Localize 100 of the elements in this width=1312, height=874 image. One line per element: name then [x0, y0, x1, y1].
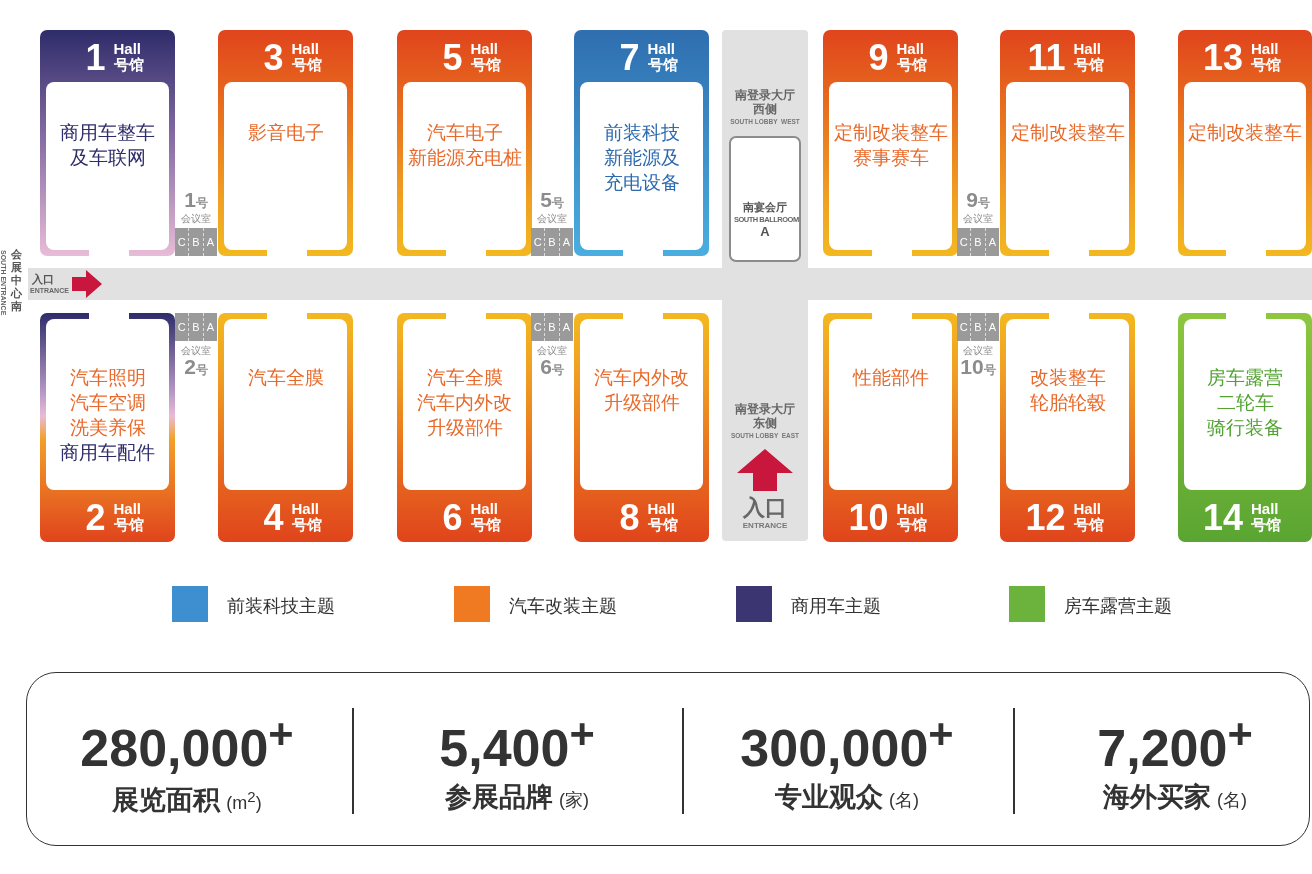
hall-label: Hall — [291, 41, 319, 57]
hall-label: Hall — [113, 501, 141, 517]
hall-theme-text: 汽车照明 — [68, 366, 147, 390]
exhibition-hall — [397, 30, 532, 256]
hall-number: 1 — [85, 40, 106, 76]
stat-value: 7,200$^{+}$ — [1096, 708, 1254, 779]
room-number-suffix: 号 — [551, 196, 564, 210]
hall-theme-text: 汽车电子 — [425, 121, 504, 145]
stat-unit: (m$^{2}$) — [226, 793, 262, 813]
room-section-letter: B — [970, 313, 985, 341]
hall-label: Hall — [1073, 41, 1101, 57]
meeting-room — [175, 190, 217, 256]
room-section-letter: C — [958, 235, 969, 250]
room-section-letter: B — [188, 313, 203, 341]
room-number-suffix: 号 — [977, 196, 990, 210]
room-section-letter: C — [958, 320, 969, 335]
room-section-letter: A — [202, 228, 217, 256]
meeting-room — [957, 190, 999, 256]
hall-label: Hall — [896, 41, 924, 57]
hall-label: 号馆 — [1073, 517, 1104, 533]
meeting-room — [531, 313, 573, 379]
hall-number: 11 — [1027, 40, 1066, 76]
room-number-suffix: 号 — [551, 363, 564, 377]
ballroom-name: 南宴会厅 — [742, 200, 788, 215]
room-number-suffix: 号 — [195, 363, 208, 377]
ballroom-letter: A — [759, 224, 771, 239]
room-number: 1 — [184, 188, 196, 211]
room-section-letter: B — [544, 228, 559, 256]
room-section-letter: C — [176, 235, 187, 250]
hall-label: Hall — [113, 41, 141, 57]
stat-value: 300,000$^{+}$ — [739, 708, 955, 779]
hall-label: Hall — [470, 41, 498, 57]
hall-label: 号馆 — [291, 57, 322, 73]
hall-label: Hall — [896, 501, 924, 517]
hall-theme-text: 性能部件 — [851, 366, 930, 390]
hall-theme-text: 改装整车 — [1028, 366, 1107, 390]
hall-label: 号馆 — [113, 517, 144, 533]
hall-theme-text: 汽车内外改升级部件 — [416, 391, 513, 440]
hall-theme-text: 影音电子 — [246, 121, 325, 145]
hall-label: 号馆 — [291, 517, 322, 533]
hall-number: 10 — [848, 500, 889, 536]
hall-label: 号馆 — [113, 57, 144, 73]
hall-theme-text: 汽车空调 — [68, 391, 147, 415]
exhibition-hall — [1000, 313, 1135, 542]
room-number: 10 — [960, 355, 984, 378]
legend-text: 房车露营主题 — [1064, 595, 1172, 618]
hall-number: 9 — [868, 40, 889, 76]
hall-label: 号馆 — [896, 517, 927, 533]
lobby-name: 南登录大厅西侧 — [734, 88, 796, 116]
entrance-label: 入口 — [32, 274, 54, 285]
hall-theme-text: 房车露营 — [1206, 366, 1284, 390]
hall-label: Hall — [470, 501, 498, 517]
hall-theme-text: 前装科技 — [602, 121, 681, 145]
hall-number: 8 — [619, 500, 640, 536]
room-number-suffix: 号 — [195, 196, 208, 210]
stat-unit: (家) — [559, 790, 589, 810]
exhibition-hall — [40, 30, 175, 256]
hall-label: 号馆 — [1251, 517, 1281, 533]
hall-label: Hall — [647, 41, 675, 57]
room-section-letter: B — [544, 313, 559, 341]
hall-number: 12 — [1025, 500, 1066, 536]
hall-theme-text: 汽车内外改升级部件 — [593, 366, 690, 415]
hall-theme-text: 骑行装备 — [1206, 416, 1284, 440]
hall-label: Hall — [1251, 41, 1279, 57]
exhibition-hall — [40, 313, 175, 542]
room-section-letter: C — [176, 320, 187, 335]
hall-label: 号馆 — [470, 517, 501, 533]
entrance-label: 会展中心南 — [11, 248, 23, 313]
hall-theme-text: 定制改装整车 — [1009, 121, 1126, 145]
exhibition-hall — [574, 30, 709, 256]
exhibition-hall — [823, 313, 958, 542]
hall-number: 2 — [85, 500, 106, 536]
exhibition-hall — [1178, 30, 1312, 256]
hall-number: 5 — [442, 40, 463, 76]
ballroom — [729, 136, 801, 262]
hall-label: 号馆 — [1073, 57, 1104, 73]
hall-number: 13 — [1202, 40, 1243, 76]
room-section-letter: C — [532, 320, 543, 335]
hall-number: 4 — [263, 500, 284, 536]
room-number: 6 — [540, 355, 552, 378]
hall-theme-text: 轮胎轮毂 — [1028, 391, 1107, 415]
hall-label: 号馆 — [896, 57, 927, 73]
hall-label: 号馆 — [647, 57, 678, 73]
hall-theme-text: 定制改装整车 — [832, 121, 949, 145]
stat-caption: 参展品牌 — [445, 782, 553, 812]
room-section-letter: B — [970, 228, 985, 256]
hall-label: 号馆 — [1251, 57, 1281, 73]
hall-theme-text: 新能源及充电设备 — [602, 146, 681, 195]
hall-theme-text: 定制改装整车 — [1187, 121, 1303, 145]
hall-theme-text: 商用车配件 — [59, 441, 156, 465]
stat-caption: 专业观众 — [775, 782, 883, 812]
exhibition-hall — [397, 313, 532, 542]
entrance-label-english: ENTRANCE — [741, 521, 789, 530]
stat-value: 5,400$^{+}$ — [438, 708, 596, 779]
hall-theme-text: 新能源充电桩 — [406, 146, 523, 170]
room-section-letter: A — [558, 228, 573, 256]
meeting-room — [175, 313, 217, 379]
meeting-room — [957, 313, 999, 379]
room-section-letter: C — [532, 235, 543, 250]
hall-number: 7 — [619, 40, 640, 76]
